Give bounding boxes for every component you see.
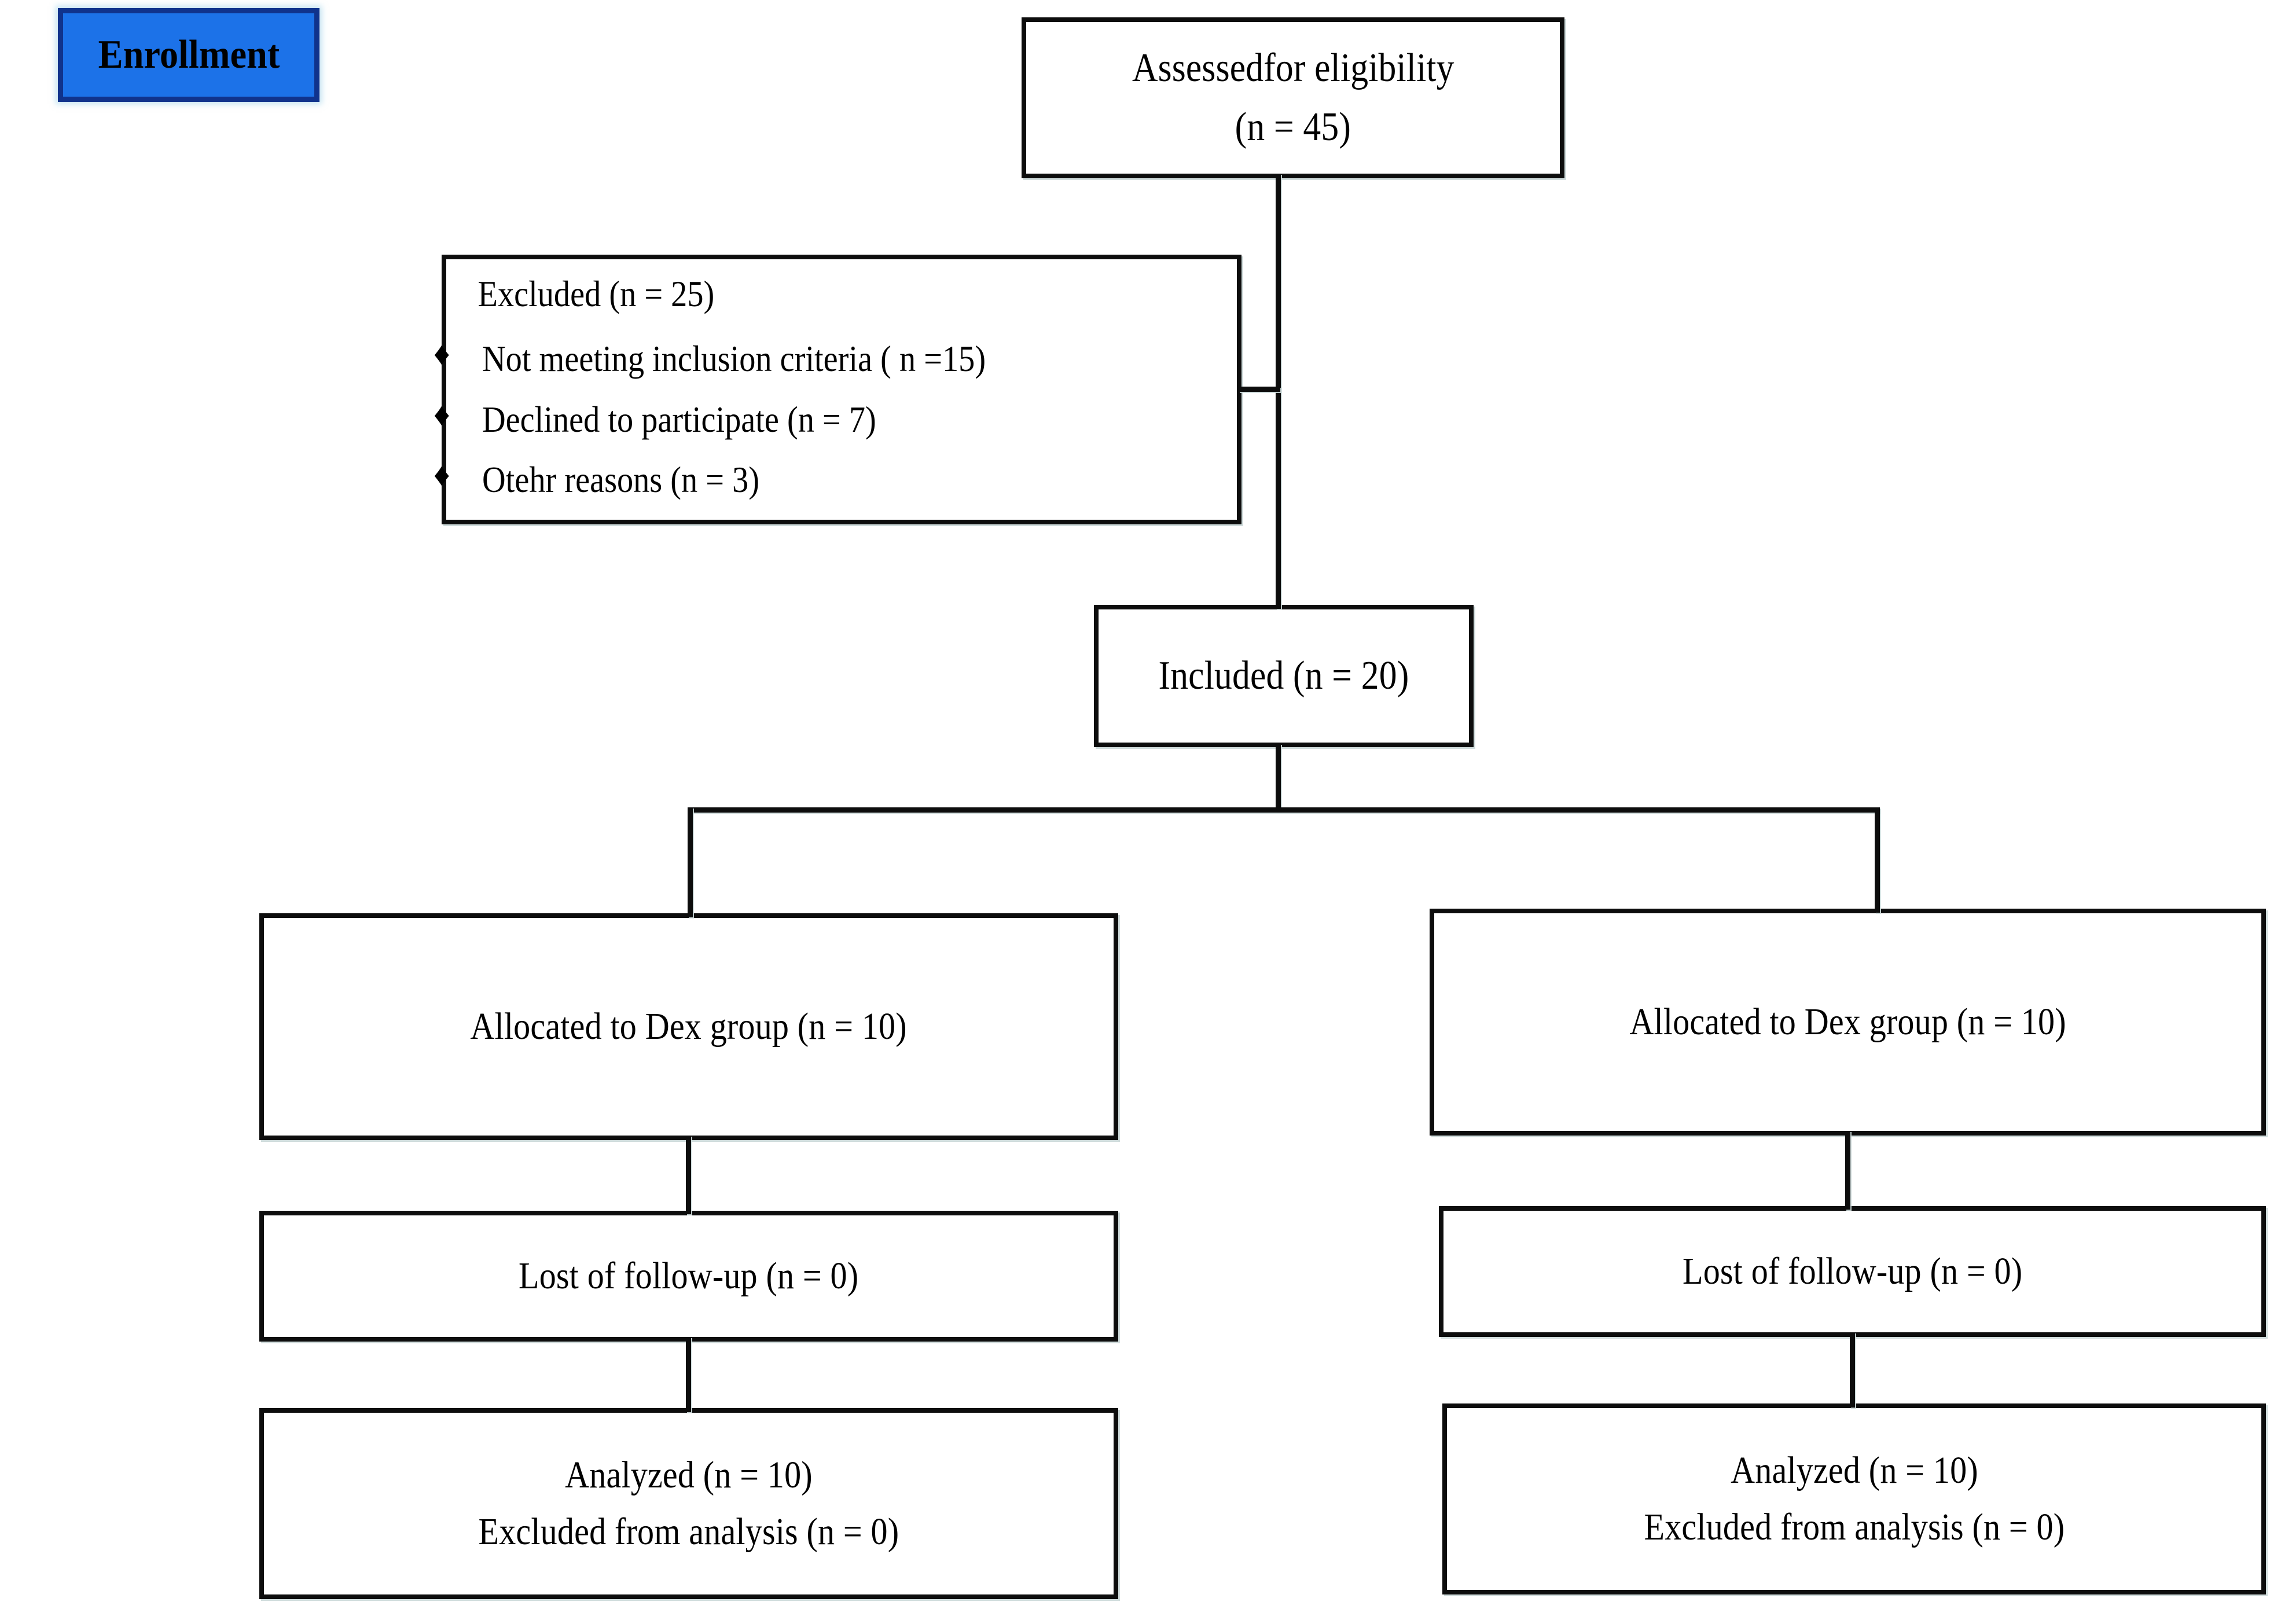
excluded-reason-3: ♦ Otehr reasons (n = 3) (434, 454, 797, 506)
diamond-bullet-icon: ♦ (434, 396, 450, 433)
diamond-bullet-icon: ♦ (434, 336, 450, 372)
analyzed-right-excluded-label: Excluded from analysis (n = 0) (1644, 1506, 2065, 1548)
node-allocation-left: Allocated to Dex group (n = 10) (259, 913, 1118, 1140)
included-label: Included (n = 20) (1158, 653, 1409, 698)
node-followup-left: Lost of follow-up (n = 0) (259, 1211, 1118, 1342)
connector-excluded-stub (1239, 387, 1280, 392)
connector-included-to-fork (1276, 744, 1281, 812)
node-allocation-right: Allocated to Dex group (n = 10) (1430, 909, 2266, 1136)
assessed-title: Assessedfor eligibility (1132, 45, 1454, 90)
analyzed-left-label: Analyzed (n = 10) (565, 1454, 813, 1497)
node-excluded: Excluded (n = 25) ♦ Not meeting inclusio… (434, 255, 1241, 524)
node-included: Included (n = 20) (1094, 605, 1474, 747)
node-assessed-for-eligibility: Assessedfor eligibility (n = 45) (1022, 17, 1564, 178)
connector-left-followup-to-analyzed (686, 1337, 691, 1412)
allocation-right-label: Allocated to Dex group (n = 10) (1629, 1001, 2066, 1044)
connector-fork-to-right-arm (1875, 807, 1880, 913)
connector-right-followup-to-analyzed (1850, 1332, 1855, 1408)
allocation-left-label: Allocated to Dex group (n = 10) (470, 1005, 908, 1048)
excluded-reason-3-label: Otehr reasons (n = 3) (482, 459, 760, 501)
enrollment-label: Enrollment (98, 32, 280, 77)
connector-left-allocation-to-followup (686, 1136, 691, 1214)
excluded-title: Excluded (n = 25) (477, 273, 715, 314)
diamond-bullet-icon: ♦ (434, 457, 450, 494)
excluded-reason-1-label: Not meeting inclusion criteria ( n =15) (482, 337, 986, 379)
analyzed-left-excluded-label: Excluded from analysis (n = 0) (478, 1511, 899, 1553)
followup-left-label: Lost of follow-up (n = 0) (519, 1255, 859, 1298)
assessed-count: (n = 45) (1235, 105, 1351, 149)
excluded-reason-2-label: Declined to participate (n = 7) (482, 398, 876, 440)
node-followup-right: Lost of follow-up (n = 0) (1439, 1206, 2266, 1337)
connector-right-allocation-to-followup (1845, 1131, 1850, 1210)
analyzed-right-label: Analyzed (n = 10) (1730, 1449, 1978, 1492)
followup-right-label: Lost of follow-up (n = 0) (1682, 1250, 2023, 1293)
connector-fork-to-left-arm (688, 807, 693, 917)
enrollment-stage-badge: Enrollment (58, 8, 319, 102)
node-analyzed-left: Analyzed (n = 10) Excluded from analysis… (259, 1408, 1118, 1599)
node-analyzed-right: Analyzed (n = 10) Excluded from analysis… (1442, 1403, 2266, 1594)
connector-fork-bar (688, 807, 1880, 813)
excluded-reason-1: ♦ Not meeting inclusion criteria ( n =15… (434, 333, 1055, 385)
excluded-reason-2: ♦ Declined to participate (n = 7) (434, 394, 930, 446)
